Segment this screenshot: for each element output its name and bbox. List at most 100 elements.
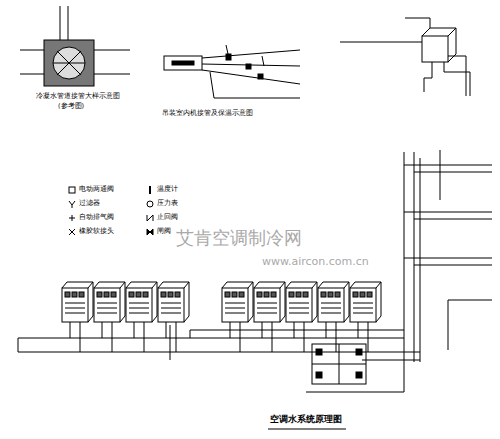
unit-fan-grille (232, 292, 237, 297)
unit-fan-grille (161, 292, 166, 297)
legend-symbol (146, 214, 154, 222)
unit-side (248, 282, 253, 322)
valve-symbol (258, 74, 263, 79)
legend-text: 温度计 (157, 186, 178, 194)
unit-fan-grille (257, 292, 262, 297)
detail-note: (参考图) (58, 103, 84, 110)
outdoor-unit (158, 288, 184, 322)
fan-blade (53, 63, 85, 64)
unit-fan-grille (296, 292, 301, 297)
unit-side (344, 282, 349, 322)
unit-top (94, 282, 125, 288)
watermark-url: www.aircon.com.cn (262, 256, 369, 268)
legend-row: 橡胶软接头 (68, 228, 114, 236)
title-underline (268, 429, 346, 430)
legend-symbol (68, 228, 76, 236)
unit-fan-grille (328, 292, 333, 297)
unit-louver (321, 308, 341, 309)
unit-pipe (230, 322, 231, 338)
unit-fan-grille (143, 292, 148, 297)
header-pipe (18, 338, 19, 352)
unit-top (62, 282, 93, 288)
unit-pipe (262, 322, 263, 338)
legend-row: 电动两通阀 (68, 186, 114, 194)
unit-side (88, 282, 93, 322)
unit-pipe (358, 322, 359, 338)
unit-fan-grille (175, 292, 180, 297)
legend-text: 橡胶软接头 (79, 228, 114, 236)
pipe (190, 330, 191, 338)
unit-fan-grille (335, 292, 340, 297)
outdoor-unit (254, 288, 280, 322)
unit-louver (257, 303, 277, 304)
unit-louver (97, 308, 117, 309)
leader-line (226, 45, 228, 54)
legend-row: 自动排气阀 (68, 214, 114, 222)
legend-row: 过滤器 (68, 200, 100, 208)
unit-fan-grille (321, 292, 326, 297)
fan-symbol (53, 47, 85, 79)
branch-pipe (414, 219, 492, 220)
unit-louver (65, 308, 85, 309)
unit-pipe (166, 322, 167, 338)
unit-fan-grille (72, 292, 77, 297)
legend-symbol (146, 186, 154, 194)
unit-top (318, 282, 349, 288)
unit-louver (97, 313, 117, 314)
valve-symbol (246, 64, 251, 69)
unit-pipe (294, 322, 295, 338)
pipe (170, 325, 171, 360)
legend-text: 自动排气阀 (79, 214, 114, 222)
watermark: 艾肯空调制冷网 (176, 228, 302, 248)
unit-top (254, 282, 285, 288)
header-pipe (18, 338, 404, 339)
branch-pipe (448, 300, 492, 301)
tank-side (448, 28, 456, 62)
unit-louver (161, 303, 181, 304)
unit-louver (225, 303, 245, 304)
unit-fan-grille (97, 292, 102, 297)
legend-symbol (68, 200, 76, 208)
unit-pipe (112, 322, 113, 352)
unit-louver (225, 308, 245, 309)
unit-fan-grille (129, 292, 134, 297)
unit-pipe (144, 322, 145, 352)
drain-pipe (214, 98, 300, 99)
unit-fan-grille (104, 292, 109, 297)
unit-pipe (272, 322, 273, 352)
unit-louver (129, 303, 149, 304)
legend-text: 闸阀 (157, 228, 171, 236)
detail-caption: 冷凝水管道接管大样示意图 (36, 93, 120, 100)
pipe (306, 392, 404, 393)
unit-fan-grille (271, 292, 276, 297)
unit-louver (257, 313, 277, 314)
pump-group (312, 344, 366, 384)
outdoor-unit (222, 288, 248, 322)
legend-symbol (68, 186, 76, 194)
legend-row: 止回阀 (146, 214, 178, 222)
outdoor-unit (62, 288, 88, 322)
unit-side (120, 282, 125, 322)
outdoor-unit (350, 288, 376, 322)
unit-louver (65, 313, 85, 314)
unit-louver (289, 308, 309, 309)
legend-row: 压力表 (146, 200, 178, 208)
indoor-unit (164, 56, 202, 70)
unit-louver (161, 313, 181, 314)
fan-unit (44, 40, 94, 86)
drain-pipe (210, 72, 214, 98)
tank-top (422, 28, 456, 36)
title-text: 空调水系统原理图 (270, 415, 342, 425)
unit-pipe (304, 322, 305, 352)
unit-louver (289, 313, 309, 314)
detail-caption: 吊装室内机接管及保温示意图 (162, 110, 253, 117)
unit-louver (353, 308, 373, 309)
unit-side (152, 282, 157, 322)
expansion-tank (422, 36, 448, 62)
unit-fan-grille (225, 292, 230, 297)
unit-top (126, 282, 157, 288)
branch-pipe (414, 265, 492, 266)
unit-side (184, 282, 189, 322)
